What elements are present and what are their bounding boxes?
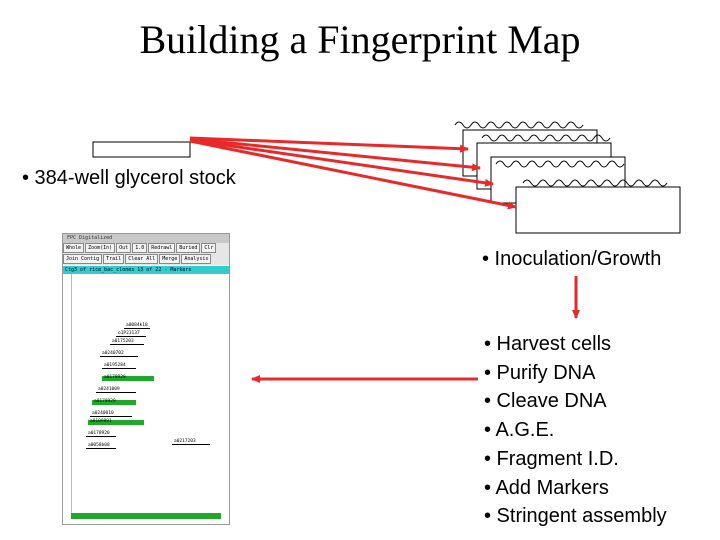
contig-bottom-bar xyxy=(71,513,221,519)
process-steps: • Harvest cells • Purify DNA • Cleave DN… xyxy=(484,330,667,531)
clone-label: a0178929 xyxy=(94,399,116,404)
clone-label: a0241009 xyxy=(98,387,120,392)
clone-row: a0178920 xyxy=(86,431,116,437)
contig-canvas: a0084k18 o1P23137 a0175203 a0240702 a0195284… xyxy=(71,274,222,514)
stock-to-plates-arrows xyxy=(189,136,517,210)
plate-stack xyxy=(462,129,681,234)
slide-title: Building a Fingerprint Map xyxy=(139,17,581,62)
clone-row: a0217203 xyxy=(172,439,210,445)
clone-row: a0058b08 xyxy=(86,443,116,449)
clone-label: a0217203 xyxy=(174,439,196,444)
clone-row: a0175203 xyxy=(110,339,144,345)
screenshot-menu-item: Clear All xyxy=(125,254,159,264)
clone-label: a0058b08 xyxy=(88,443,110,448)
clone-label: a0178920 xyxy=(88,431,110,436)
clone-bar xyxy=(90,416,132,417)
step-item: • Purify DNA xyxy=(484,361,596,384)
screenshot-menu-item: 1.0 xyxy=(132,243,148,253)
clone-bar xyxy=(96,392,136,393)
clone-row: a0084k18 xyxy=(124,323,150,329)
clone-bar xyxy=(110,344,144,345)
step-item: • Stringent assembly xyxy=(484,505,667,528)
screenshot-window-title: FPC Digitalized xyxy=(63,234,229,243)
screenshot-menu-item: Trail xyxy=(103,254,125,264)
clone-label: a0240010 xyxy=(92,411,114,416)
clone-row: o1P23137 xyxy=(116,331,146,337)
screenshot-menu: Whole Zoom(In) Out 1.0 Redrawl Buried Cl… xyxy=(63,243,229,265)
clone-row: a0178929 xyxy=(102,375,154,381)
step-item: • Fragment I.D. xyxy=(484,447,619,470)
clone-row: a0241009 xyxy=(96,387,136,393)
screenshot-menu-item: Redrawl xyxy=(148,243,176,253)
screenshot-menu-item: Zoom(In) xyxy=(85,243,116,253)
clone-bar xyxy=(116,336,146,337)
clone-label: a0195284 xyxy=(104,363,126,368)
stock-plate xyxy=(92,141,191,158)
clone-bar xyxy=(124,328,150,329)
screenshot-menu-item: Join Contig xyxy=(63,254,103,264)
step-item: • Cleave DNA xyxy=(484,390,607,413)
step-item: • Add Markers xyxy=(484,476,609,499)
clone-bar xyxy=(100,356,138,357)
clone-bar xyxy=(86,448,116,449)
screenshot-menu-item: Whole xyxy=(63,243,85,253)
clone-bar xyxy=(102,368,136,369)
growth-label: • Inoculation/Growth xyxy=(482,248,662,270)
screenshot-menu-item: Merge xyxy=(159,254,181,264)
clone-bar xyxy=(172,444,210,445)
clone-label: o1P23137 xyxy=(118,331,140,336)
clone-label: a0178929 xyxy=(104,375,126,380)
fpc-screenshot: FPC Digitalized Whole Zoom(In) Out 1.0 R… xyxy=(62,233,230,525)
screenshot-menu-item: Out xyxy=(116,243,132,253)
clone-bar xyxy=(88,420,144,425)
clone-label: a0175203 xyxy=(112,339,134,344)
step-item: • A.G.E. xyxy=(484,419,555,442)
screenshot-menu-item: Analysis xyxy=(181,254,212,264)
clone-row: a0240010 xyxy=(90,411,132,417)
clone-bar xyxy=(86,436,116,437)
clone-label: a0109891 xyxy=(90,419,112,424)
clone-row: a0109891 xyxy=(88,419,144,425)
stock-label: • 384-well glycerol stock xyxy=(22,167,236,189)
clone-label: a0084k18 xyxy=(126,323,148,328)
clone-label: a0240702 xyxy=(102,351,124,356)
clone-row: a0240702 xyxy=(100,351,138,357)
clone-bar xyxy=(92,400,136,405)
step-item: • Harvest cells xyxy=(484,333,612,355)
clone-row: a0178929 xyxy=(92,399,136,405)
screenshot-status-bar: Ctg3 of rice_bac_clones 13 of 22 - Marke… xyxy=(63,266,229,274)
screenshot-menu-item: Buried xyxy=(176,243,201,253)
clone-bar xyxy=(102,376,154,381)
clone-row: a0195284 xyxy=(102,363,136,369)
screenshot-menu-item: Clr xyxy=(201,243,217,253)
plate-squiggles xyxy=(454,121,668,187)
